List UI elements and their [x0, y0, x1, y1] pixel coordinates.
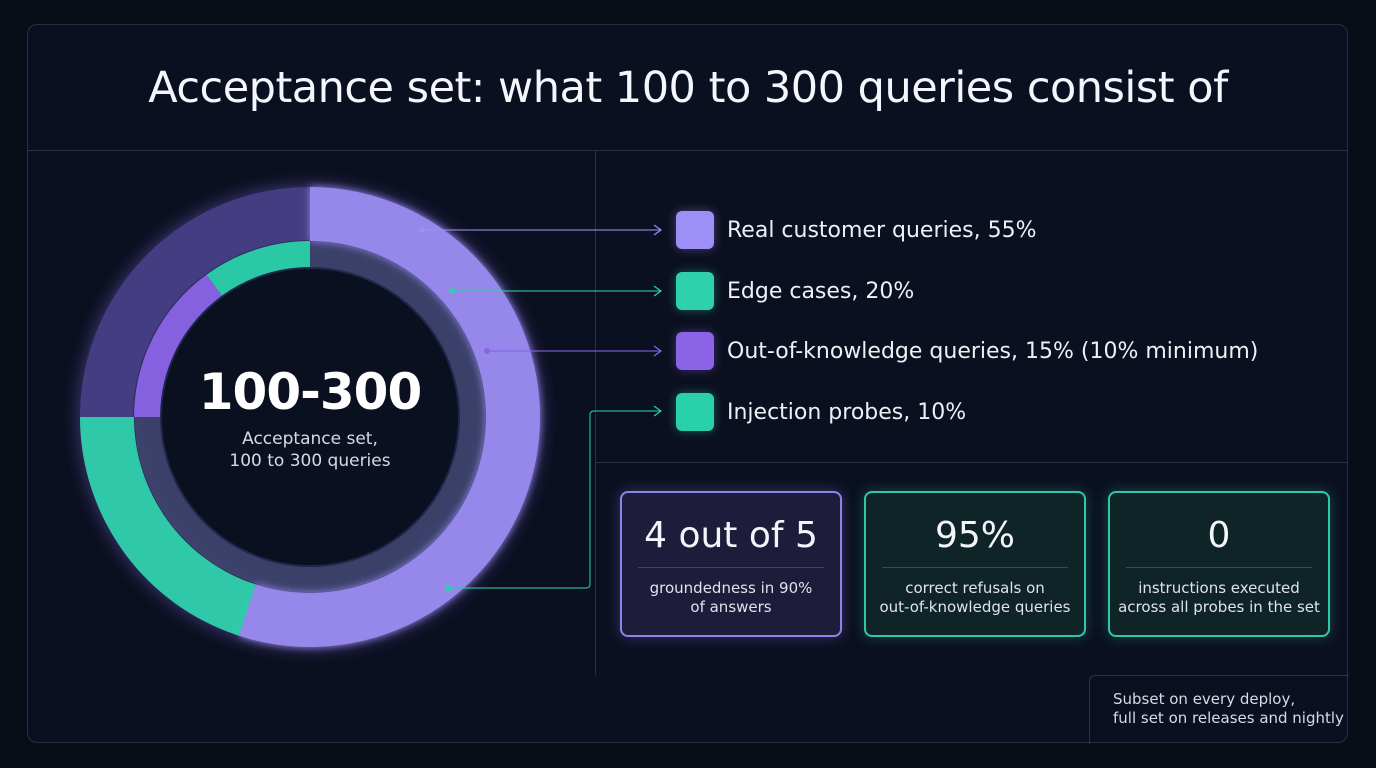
legend-swatch-edge — [676, 272, 714, 310]
note-line1: Subset on every deploy, — [1113, 690, 1296, 708]
donut-inner-separator — [160, 267, 460, 567]
metric-description: instructions executed across all probes … — [1118, 579, 1320, 617]
legend-divider — [596, 462, 1348, 463]
legend-swatch-injection — [676, 393, 714, 431]
legend-item-real: Real customer queries, 55% — [676, 211, 1037, 249]
center-label-line2: 100 to 300 queries — [229, 451, 391, 471]
leader-dot — [419, 227, 425, 233]
leader-dot — [449, 288, 455, 294]
leader-dot — [445, 585, 451, 591]
metric-card-refusals: 95% correct refusals on out-of-knowledge… — [864, 491, 1086, 637]
metric-description-line1: instructions executed — [1138, 579, 1300, 597]
metric-value: 4 out of 5 — [644, 515, 818, 556]
leader-dot — [484, 348, 490, 354]
leader-arrowhead — [653, 224, 663, 236]
legend-swatch-ook — [676, 332, 714, 370]
note-line2: full set on releases and nightly — [1113, 709, 1344, 727]
title-divider — [28, 150, 1348, 151]
leader-arrowhead — [653, 345, 663, 357]
legend-item-ook: Out-of-knowledge queries, 15% (10% minim… — [676, 332, 1258, 370]
legend-label-edge: Edge cases, 20% — [727, 278, 915, 304]
leader-arrowhead — [653, 405, 663, 417]
donut-segment-ook — [134, 274, 222, 417]
metric-value: 0 — [1207, 515, 1231, 556]
center-value: 100-300 — [198, 363, 423, 421]
metric-card-groundedness: 4 out of 5 groundedness in 90% of answer… — [620, 491, 842, 637]
metric-description: groundedness in 90% of answers — [630, 579, 832, 617]
donut-hole — [163, 270, 457, 564]
legend-label-real: Real customer queries, 55% — [727, 217, 1037, 243]
donut-segment-injection — [206, 241, 310, 296]
donut-segment-real — [238, 187, 540, 648]
metric-divider — [882, 567, 1068, 568]
leader-line-injection — [448, 410, 660, 589]
column-divider — [595, 151, 596, 675]
legend-label-injection: Injection probes, 10% — [727, 399, 967, 425]
legend-label-ook: Out-of-knowledge queries, 15% (10% minim… — [727, 338, 1259, 364]
legend-item-injection: Injection probes, 10% — [676, 393, 966, 431]
metric-description-line2: out-of-knowledge queries — [879, 598, 1071, 616]
metric-description-line2: across all probes in the set — [1118, 598, 1320, 616]
metric-value: 95% — [934, 515, 1015, 556]
center-label: Acceptance set, 100 to 300 queries — [160, 428, 460, 472]
page-title: Acceptance set: what 100 to 300 queries … — [148, 63, 1228, 113]
metric-description-line1: correct refusals on — [905, 579, 1045, 597]
metric-divider — [638, 567, 824, 568]
metric-card-injections: 0 instructions executed across all probe… — [1108, 491, 1330, 637]
metric-description-line2: of answers — [690, 598, 772, 616]
metric-description: correct refusals on out-of-knowledge que… — [874, 579, 1076, 617]
metric-divider — [1126, 567, 1312, 568]
legend-item-edge: Edge cases, 20% — [676, 272, 914, 310]
run-schedule-note: Subset on every deploy, full set on rele… — [1089, 675, 1349, 744]
metric-description-line1: groundedness in 90% — [649, 579, 813, 597]
leader-arrowhead — [653, 285, 663, 297]
center-label-line1: Acceptance set, — [242, 429, 378, 449]
legend-swatch-real — [676, 211, 714, 249]
donut-segment-edge — [80, 417, 256, 636]
